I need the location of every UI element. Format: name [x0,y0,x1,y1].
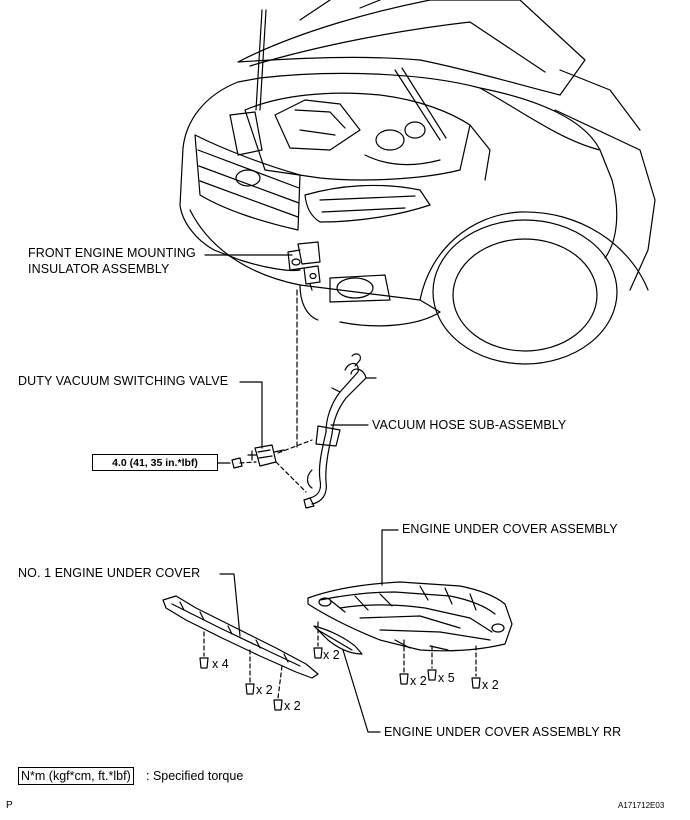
torque-spec-box: 4.0 (41, 35 in.*lbf) [92,454,218,471]
fastener-quantity: x 5 [438,671,455,685]
fastener-quantity: x 2 [323,648,340,662]
engine-under-cover-part [307,581,513,652]
engine-under-cover-rr-part [313,625,363,655]
label-no1-engine-under-cover: NO. 1 ENGINE UNDER COVER [18,566,201,580]
label-duty-vacuum-switching-valve: DUTY VACUUM SWITCHING VALVE [18,374,229,388]
duty-vacuum-switching-valve-part [247,444,285,467]
vehicle-front-illustration [179,0,656,365]
label-engine-under-cover-assembly: ENGINE UNDER COVER ASSEMBLY [402,522,618,536]
label-vacuum-hose-sub-assembly: VACUUM HOSE SUB-ASSEMBLY [372,418,567,432]
fastener-quantity: x 2 [256,683,273,697]
figure-code: A171712E03 [618,801,665,810]
label-front-engine-mounting-line1: FRONT ENGINE MOUNTING [28,246,196,260]
no1-engine-under-cover-part [162,595,319,679]
front-engine-mount-insulator [287,241,321,291]
vacuum-hose-part [303,353,377,509]
label-front-engine-mounting-line2: INSULATOR ASSEMBLY [28,262,170,276]
page-mark: P [6,800,13,811]
fastener-quantity: x 2 [284,699,301,713]
torque-units-legend-box: N*m (kgf*cm, ft.*lbf) [18,767,134,785]
fastener-quantity: x 4 [212,657,229,671]
torque-legend-text: : Specified torque [146,769,244,783]
fastener-quantity: x 2 [410,674,427,688]
fastener-quantity: x 2 [482,678,499,692]
fastener-bolts [199,621,481,711]
label-engine-under-cover-assembly-rr: ENGINE UNDER COVER ASSEMBLY RR [384,725,622,739]
